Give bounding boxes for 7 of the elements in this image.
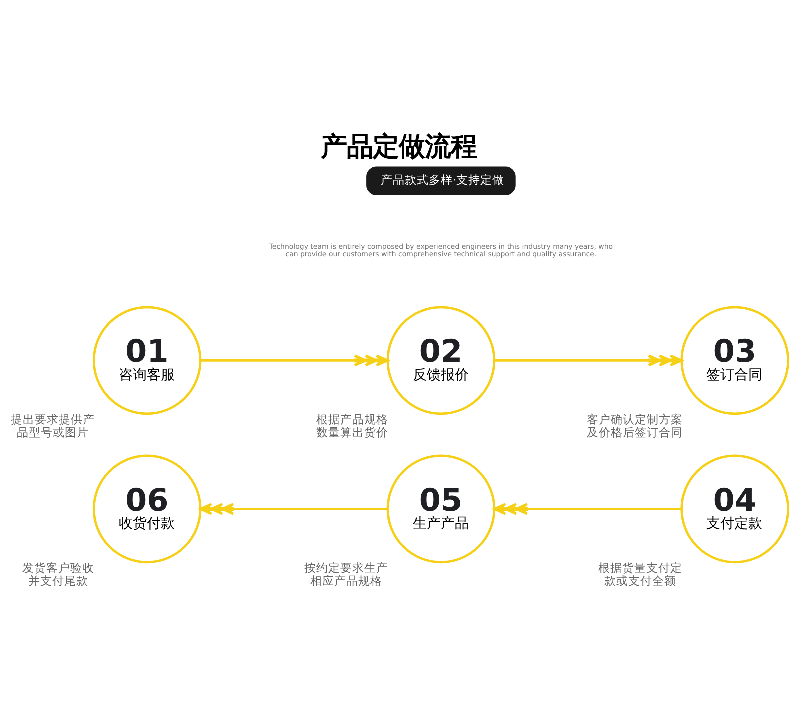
node-label: 发货客户验收并支付尾款: [22, 560, 95, 588]
node-label: 根据产品规格数量算出货价: [316, 412, 389, 439]
node-label: 客户确认定制方案及价格后签订合同: [586, 412, 683, 439]
node-label: 根据货量支付定款或支付全额: [598, 560, 683, 588]
node-label: 按约定要求生产相应产品规格: [304, 560, 389, 588]
node-label: 提出要求提供产品型号或图片: [10, 412, 95, 439]
diagram-title: 产品定做流程: [321, 131, 478, 162]
